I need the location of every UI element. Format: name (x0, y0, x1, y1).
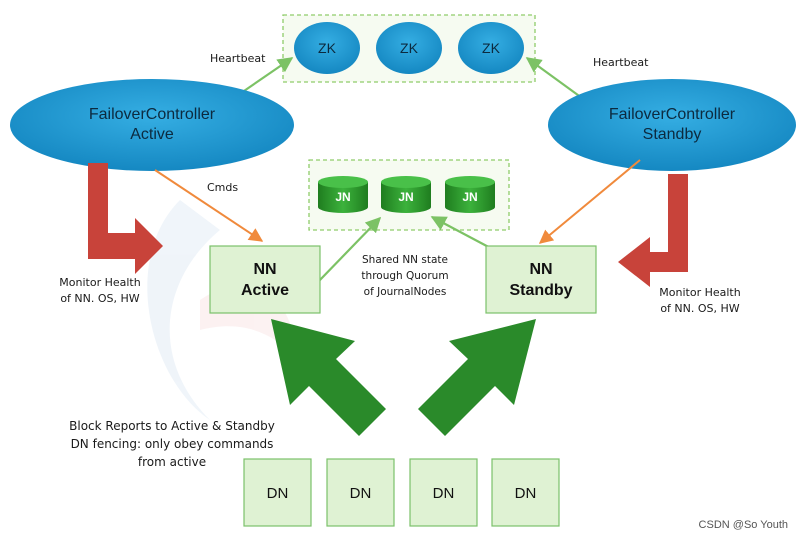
zk-label: ZK (318, 40, 337, 56)
nn-active-line2: Active (241, 282, 289, 299)
cmds-arrow-standby (538, 159, 641, 244)
jn-label: JN (335, 190, 350, 204)
dn-box: DN (243, 458, 312, 527)
dn-to-nn-standby-arrow (418, 319, 536, 436)
monitor-left-line1: Monitor Health (59, 276, 140, 289)
nn-active-to-jn-line (317, 216, 382, 283)
failover-controller-standby: FailoverController Standby (548, 79, 796, 171)
cmds-arrow-active (154, 169, 264, 242)
shared-state-line1: Shared NN state (362, 254, 448, 266)
monitor-right-line2: of NN. OS, HW (660, 302, 739, 315)
jn-label: JN (462, 190, 477, 204)
heartbeat-label-left: Heartbeat (210, 52, 266, 65)
monitor-right-line1: Monitor Health (659, 286, 740, 299)
zk-node: ZK (376, 22, 442, 74)
block-reports-line3: from active (138, 455, 206, 469)
nn-standby-box: NN Standby (485, 245, 597, 314)
dn-box: DN (409, 458, 478, 527)
failover-standby-line1: FailoverController (609, 106, 736, 123)
failover-active-line1: FailoverController (89, 106, 216, 123)
dn-label: DN (267, 485, 289, 502)
jn-node: JN (318, 176, 368, 213)
dn-box: DN (491, 458, 560, 527)
cmds-label: Cmds (207, 181, 238, 194)
jn-node: JN (445, 176, 495, 213)
monitor-arrow-right (618, 174, 688, 287)
zk-label: ZK (400, 40, 419, 56)
dn-label: DN (433, 485, 455, 502)
monitor-left-line2: of NN. OS, HW (60, 292, 139, 305)
csdn-watermark: CSDN @So Youth (699, 519, 788, 531)
nn-standby-line1: NN (529, 261, 552, 278)
nn-standby-line2: Standby (509, 282, 572, 299)
failover-active-line2: Active (130, 126, 174, 143)
dn-to-nn-active-arrow (271, 319, 386, 436)
zk-node: ZK (294, 22, 360, 74)
dn-label: DN (350, 485, 372, 502)
shared-state-line3: of JournalNodes (364, 286, 447, 298)
jn-node: JN (381, 176, 431, 213)
heartbeat-label-right: Heartbeat (593, 56, 649, 69)
nn-active-line1: NN (253, 261, 276, 278)
monitor-arrow-left (88, 163, 163, 274)
failover-controller-active: FailoverController Active (10, 79, 294, 171)
zk-node: ZK (458, 22, 524, 74)
zk-label: ZK (482, 40, 501, 56)
nn-active-box: NN Active (209, 245, 321, 314)
dn-label: DN (515, 485, 537, 502)
block-reports-line2: DN fencing: only obey commands (71, 437, 274, 451)
dn-box: DN (326, 458, 395, 527)
shared-state-line2: through Quorum (361, 270, 448, 282)
jn-label: JN (398, 190, 413, 204)
failover-standby-line2: Standby (643, 126, 702, 143)
block-reports-line1: Block Reports to Active & Standby (69, 419, 275, 433)
